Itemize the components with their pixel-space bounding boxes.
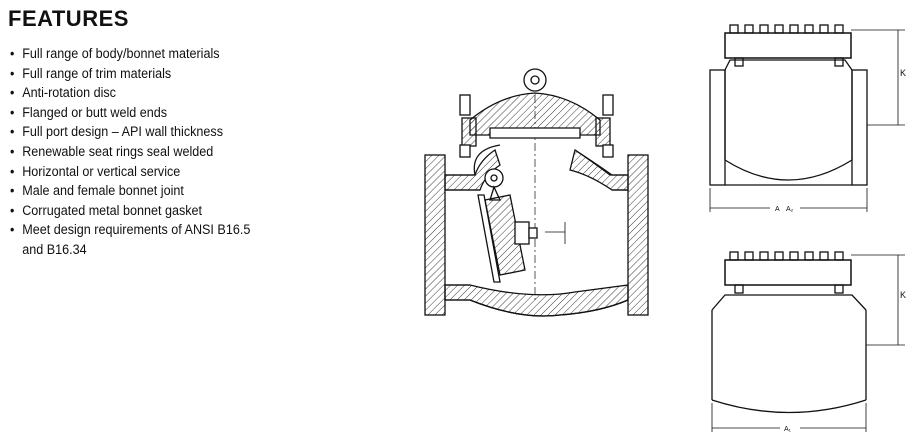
- dimension-a1: A₁: [784, 426, 792, 433]
- dimension-k-bottom: K: [900, 290, 906, 300]
- feature-item: Renewable seat rings seal welded: [10, 142, 250, 162]
- feature-item: Anti-rotation disc: [10, 83, 250, 103]
- dimension-a: A: [775, 206, 780, 213]
- feature-item: Horizontal or vertical service: [10, 162, 250, 182]
- features-heading: FEATURES: [8, 6, 129, 31]
- feature-item-continuation: and B16.34: [22, 241, 87, 257]
- bonnet-bolts-top: [729, 24, 844, 34]
- feature-item: Corrugated metal bonnet gasket: [10, 201, 250, 221]
- outline-drawing-top: [709, 24, 905, 212]
- feature-item: Full range of trim materials: [10, 64, 250, 84]
- feature-item: Flanged or butt weld ends: [10, 103, 250, 123]
- feature-item: Male and female bonnet joint: [10, 181, 250, 201]
- dimension-k-top: K: [900, 68, 906, 78]
- outline-drawing-bottom: [711, 251, 905, 432]
- feature-item-last: Meet design requirements of ANSI B16.5 a…: [10, 220, 250, 259]
- feature-item: Full port design – API wall thickness: [10, 122, 250, 142]
- feature-item: Full range of body/bonnet materials: [10, 44, 250, 64]
- feature-item-text: Meet design requirements of ANSI B16.5: [22, 222, 251, 238]
- valve-section-drawing: [424, 68, 649, 317]
- bonnet-bolts-bottom: [729, 251, 844, 261]
- features-list: Full range of body/bonnet materials Full…: [10, 44, 250, 260]
- dimension-a2: A₂: [786, 206, 794, 213]
